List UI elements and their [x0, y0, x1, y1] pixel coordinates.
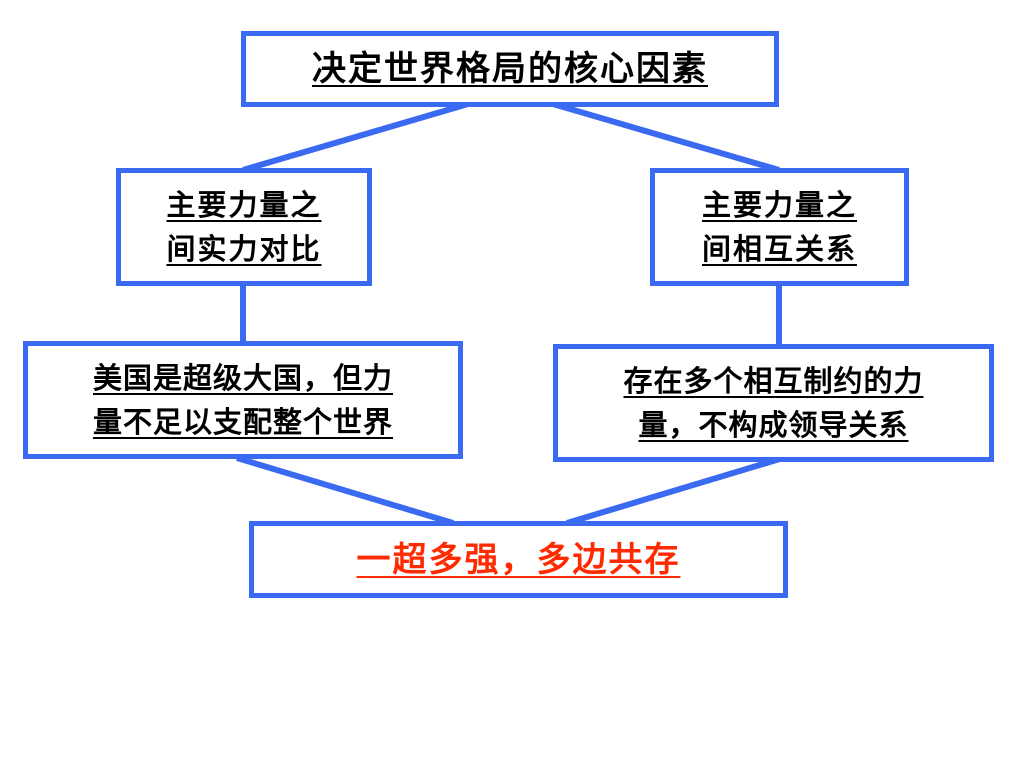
connector-top-to-right-middle	[552, 101, 780, 173]
node-core-factors-label: 决定世界格局的核心因素	[312, 49, 708, 89]
node-us-superpower: 美国是超级大国，但力 量不足以支配整个世界	[23, 341, 463, 459]
node-core-factors: 决定世界格局的核心因素	[241, 31, 779, 107]
node-mutual-relations: 主要力量之 间相互关系	[650, 168, 909, 286]
node-us-superpower-label: 美国是超级大国，但力 量不足以支配整个世界	[92, 361, 393, 439]
connector-left-lower-to-bottom	[236, 455, 454, 526]
node-conclusion-label: 一超多强，多边共存	[356, 539, 681, 580]
connector-right-lower-to-bottom	[566, 455, 784, 526]
node-mutual-relations-label: 主要力量之 间相互关系	[701, 188, 857, 266]
node-strength-comparison-label: 主要力量之 间实力对比	[166, 188, 322, 266]
node-conclusion: 一超多强，多边共存	[249, 521, 788, 598]
node-multiple-forces: 存在多个相互制约的力 量，不构成领导关系	[553, 344, 994, 462]
connector-top-to-left-middle	[242, 101, 469, 173]
node-multiple-forces-label: 存在多个相互制约的力 量，不构成领导关系	[623, 364, 924, 442]
node-strength-comparison: 主要力量之 间实力对比	[116, 168, 372, 286]
